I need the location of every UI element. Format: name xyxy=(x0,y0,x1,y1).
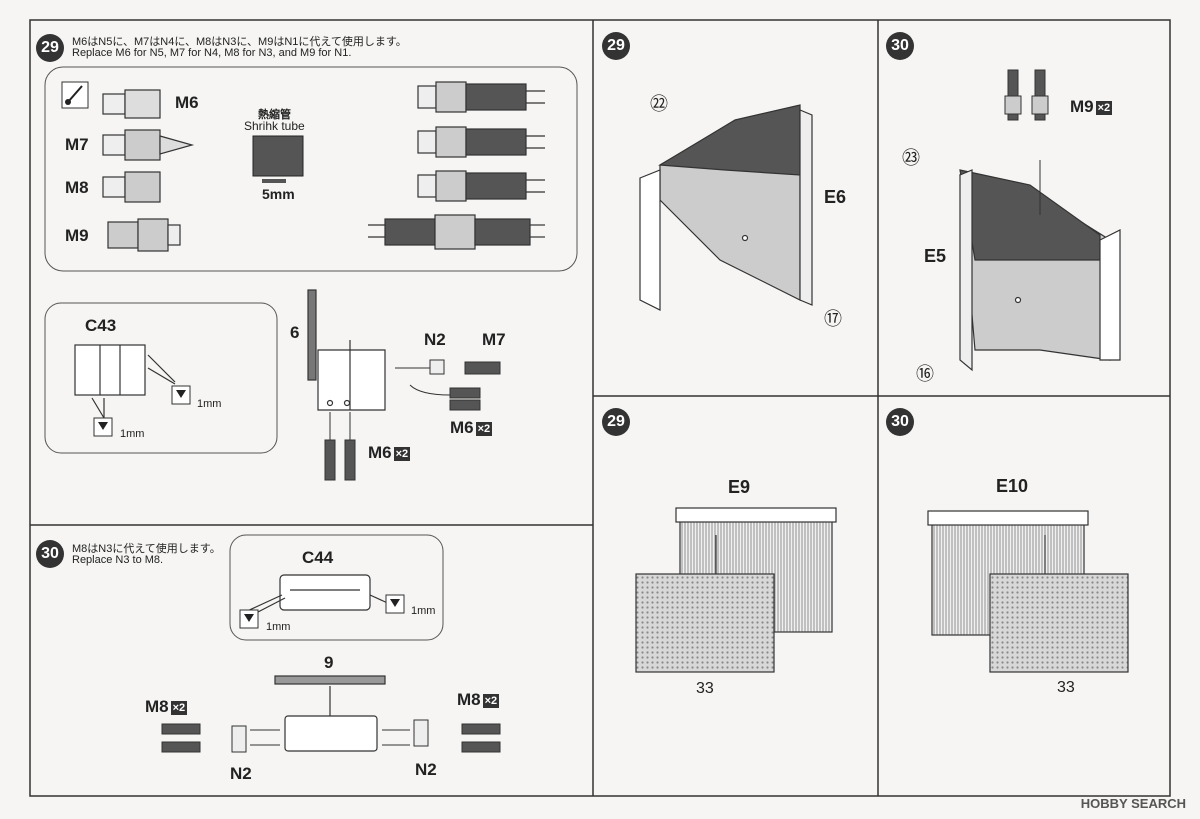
label-part-22: ㉒ xyxy=(650,94,668,114)
c43-box xyxy=(44,302,278,454)
watermark: HOBBY SEARCH xyxy=(1081,796,1186,811)
assembly-block-30 xyxy=(284,686,378,752)
parts-box xyxy=(44,66,578,272)
label-33-b: 33 xyxy=(1057,679,1075,696)
drill-icon-c44 xyxy=(239,594,405,629)
badge-x2: ×2 xyxy=(393,446,411,461)
label-m7-29: M7 xyxy=(482,330,506,349)
label-m9x2: M9×2 xyxy=(1070,97,1113,116)
watermark-text: HOBBY SEARCH xyxy=(1080,796,1186,811)
drill-size-c43-b: 1mm xyxy=(120,428,145,440)
label-m6: M6 xyxy=(175,93,199,112)
drill-size-c44-b: 1mm xyxy=(411,605,436,617)
label-part-6: 6 xyxy=(290,323,300,342)
label-m6x2-b: M6×2 xyxy=(368,443,411,462)
step-29-badge: 29 xyxy=(36,34,64,62)
panel-e9 xyxy=(635,507,837,673)
label-33-a: 33 xyxy=(696,680,714,697)
panel-e10 xyxy=(927,510,1129,673)
badge-x2: ×2 xyxy=(1095,100,1113,115)
label-n2-29: N2 xyxy=(424,330,446,349)
c43-part xyxy=(74,344,176,419)
rod-9 xyxy=(274,675,386,685)
label-m8-left: M8×2 xyxy=(145,697,188,716)
badge-x2: ×2 xyxy=(482,693,500,708)
assembled-connectors xyxy=(368,81,545,250)
label-m7: M7 xyxy=(65,135,89,154)
label-e6: E6 xyxy=(824,187,847,207)
shrink-tube xyxy=(252,135,304,177)
step-29-badge-b: 29 xyxy=(602,32,630,60)
step29-instruction-jp: M6はN5に、M7はN4に、M8はN3に、M9はN1に代えて使用します。 xyxy=(72,36,407,48)
label-part-17: ⑰ xyxy=(824,309,842,329)
step-30-badge: 30 xyxy=(36,540,64,568)
drill-size-c43-a: 1mm xyxy=(197,398,222,410)
m9-connectors xyxy=(1004,69,1049,215)
tube-length: 5mm xyxy=(262,186,295,202)
drill-icon-c43 xyxy=(93,385,191,437)
badge-x2: ×2 xyxy=(475,421,493,436)
label-part-9: 9 xyxy=(324,653,334,672)
m8-connectors-30 xyxy=(161,719,501,753)
step-30-badge-c: 30 xyxy=(886,408,914,436)
label-m9: M9 xyxy=(65,226,89,245)
label-e5: E5 xyxy=(924,246,947,266)
badge-x2: ×2 xyxy=(170,700,188,715)
label-e10: E10 xyxy=(996,476,1029,496)
label-m8-right: M8×2 xyxy=(457,690,500,709)
step-29-badge-c: 29 xyxy=(602,408,630,436)
label-n2-left: N2 xyxy=(230,764,252,783)
tube-label-jp: 熱縮管 xyxy=(258,109,291,121)
connector-parts xyxy=(102,89,195,252)
label-m6x2-a: M6×2 xyxy=(450,418,493,437)
label-c44: C44 xyxy=(302,548,334,567)
rod-6 xyxy=(307,289,317,381)
label-n2-right: N2 xyxy=(415,760,437,779)
small-connectors-29 xyxy=(324,359,501,481)
label-m8: M8 xyxy=(65,178,89,197)
panel-frames xyxy=(29,19,1171,797)
c44-box xyxy=(229,534,444,641)
label-part-23: ㉓ xyxy=(902,148,920,168)
tool-icon xyxy=(61,81,89,109)
step29-instruction-en: Replace M6 for N5, M7 for N4, M8 for N3,… xyxy=(72,47,352,59)
drill-size-c44-a: 1mm xyxy=(266,621,291,633)
assembly-block-29 xyxy=(317,340,386,411)
label-c43: C43 xyxy=(85,316,117,335)
label-part-16: ⑯ xyxy=(916,364,934,384)
step30-instruction-jp: M8はN3に代えて使用します。 xyxy=(72,543,221,555)
step30-instruction-en: Replace N3 to M8. xyxy=(72,554,164,566)
wall-e5 xyxy=(959,169,1121,372)
label-e9: E9 xyxy=(728,477,751,497)
c44-part xyxy=(244,574,393,613)
step-30-badge-b: 30 xyxy=(886,32,914,60)
tube-label-en: Shrihk tube xyxy=(244,119,305,133)
wall-e6 xyxy=(639,104,813,311)
